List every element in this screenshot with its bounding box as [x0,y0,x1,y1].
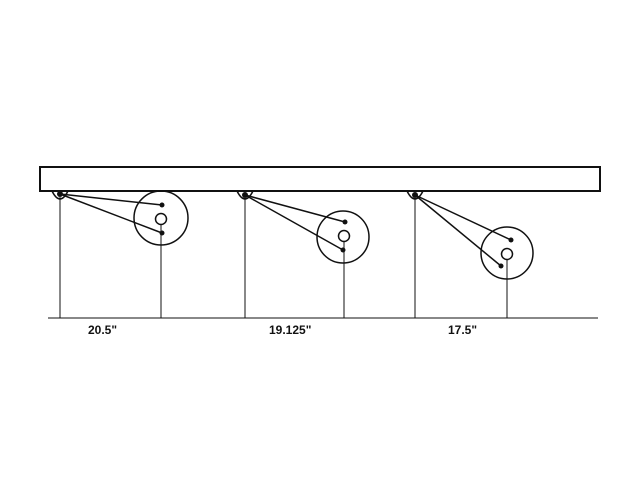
belt-arm [244,194,346,223]
belt-pin [159,230,165,236]
belt-arm [244,194,344,251]
belt-pin [342,219,348,225]
belt-pin [159,202,165,208]
overhead-beam [39,166,601,192]
belt-arm [414,194,512,241]
dimension-label-1: 20.5" [88,323,117,337]
belt-arm [414,194,502,267]
pulley-hub [154,212,168,226]
belt-arm [59,193,163,234]
pulley-hub [500,247,514,261]
pulley-assembly-1 [51,190,189,318]
belt-pin [498,263,504,269]
belt-pin [508,237,514,243]
pulley-assembly-2 [236,190,370,318]
pulley-hub [337,229,351,243]
dimension-label-3: 17.5" [448,323,477,337]
pulley-wheel [316,210,370,264]
dimension-label-2: 19.125" [269,323,311,337]
pulley-assembly-3 [406,190,534,318]
belt-pin [340,247,346,253]
belt-arm [59,193,163,206]
